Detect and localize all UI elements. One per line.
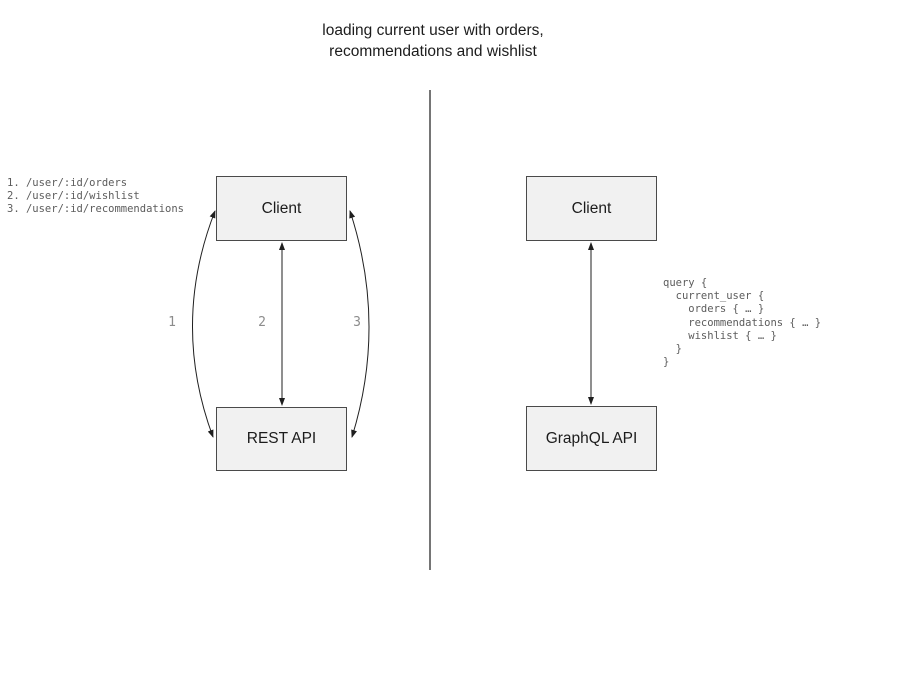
arrow-label-2: 2: [258, 315, 266, 330]
rest-client-box: Client: [216, 176, 347, 241]
graphql-client-box: Client: [526, 176, 657, 241]
rest-client-box-label: Client: [261, 199, 302, 217]
arrow-label-1: 1: [168, 315, 176, 330]
graphql-client-box-label: Client: [571, 199, 612, 217]
rest-endpoint-list: 1. /user/:id/orders 2. /user/:id/wishlis…: [7, 177, 185, 215]
rest-arrow-3-curve: [349, 210, 370, 438]
graphql-api-box-label: GraphQL API: [545, 429, 638, 447]
rest-api-box-label: REST API: [246, 430, 317, 447]
graphql-api-box: GraphQL API: [526, 406, 657, 471]
rest-api-box: REST API: [216, 407, 347, 471]
panel-divider-line: [429, 90, 431, 570]
arrow-label-3: 3: [353, 315, 361, 330]
graphql-query-code: query { current_user { orders { … } reco…: [663, 277, 822, 369]
rest-arrow-1-curve: [192, 210, 216, 438]
diagram-title: loading current user with orders, recomm…: [322, 22, 544, 60]
